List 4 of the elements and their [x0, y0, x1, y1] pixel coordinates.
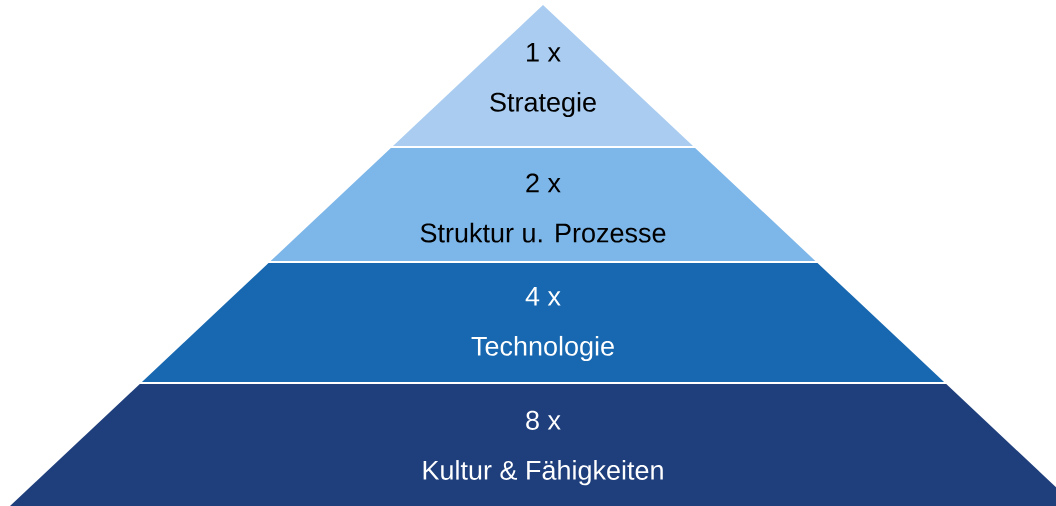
pyramid-tier: 1 x Strategie	[393, 5, 693, 146]
pyramid-tier: 2 x Struktur u. Prozesse	[270, 148, 816, 261]
pyramid-tier: 8 x Kultur & Fähigkeiten	[10, 384, 1056, 506]
pyramid-tier: 4 x Technologie	[141, 263, 945, 382]
